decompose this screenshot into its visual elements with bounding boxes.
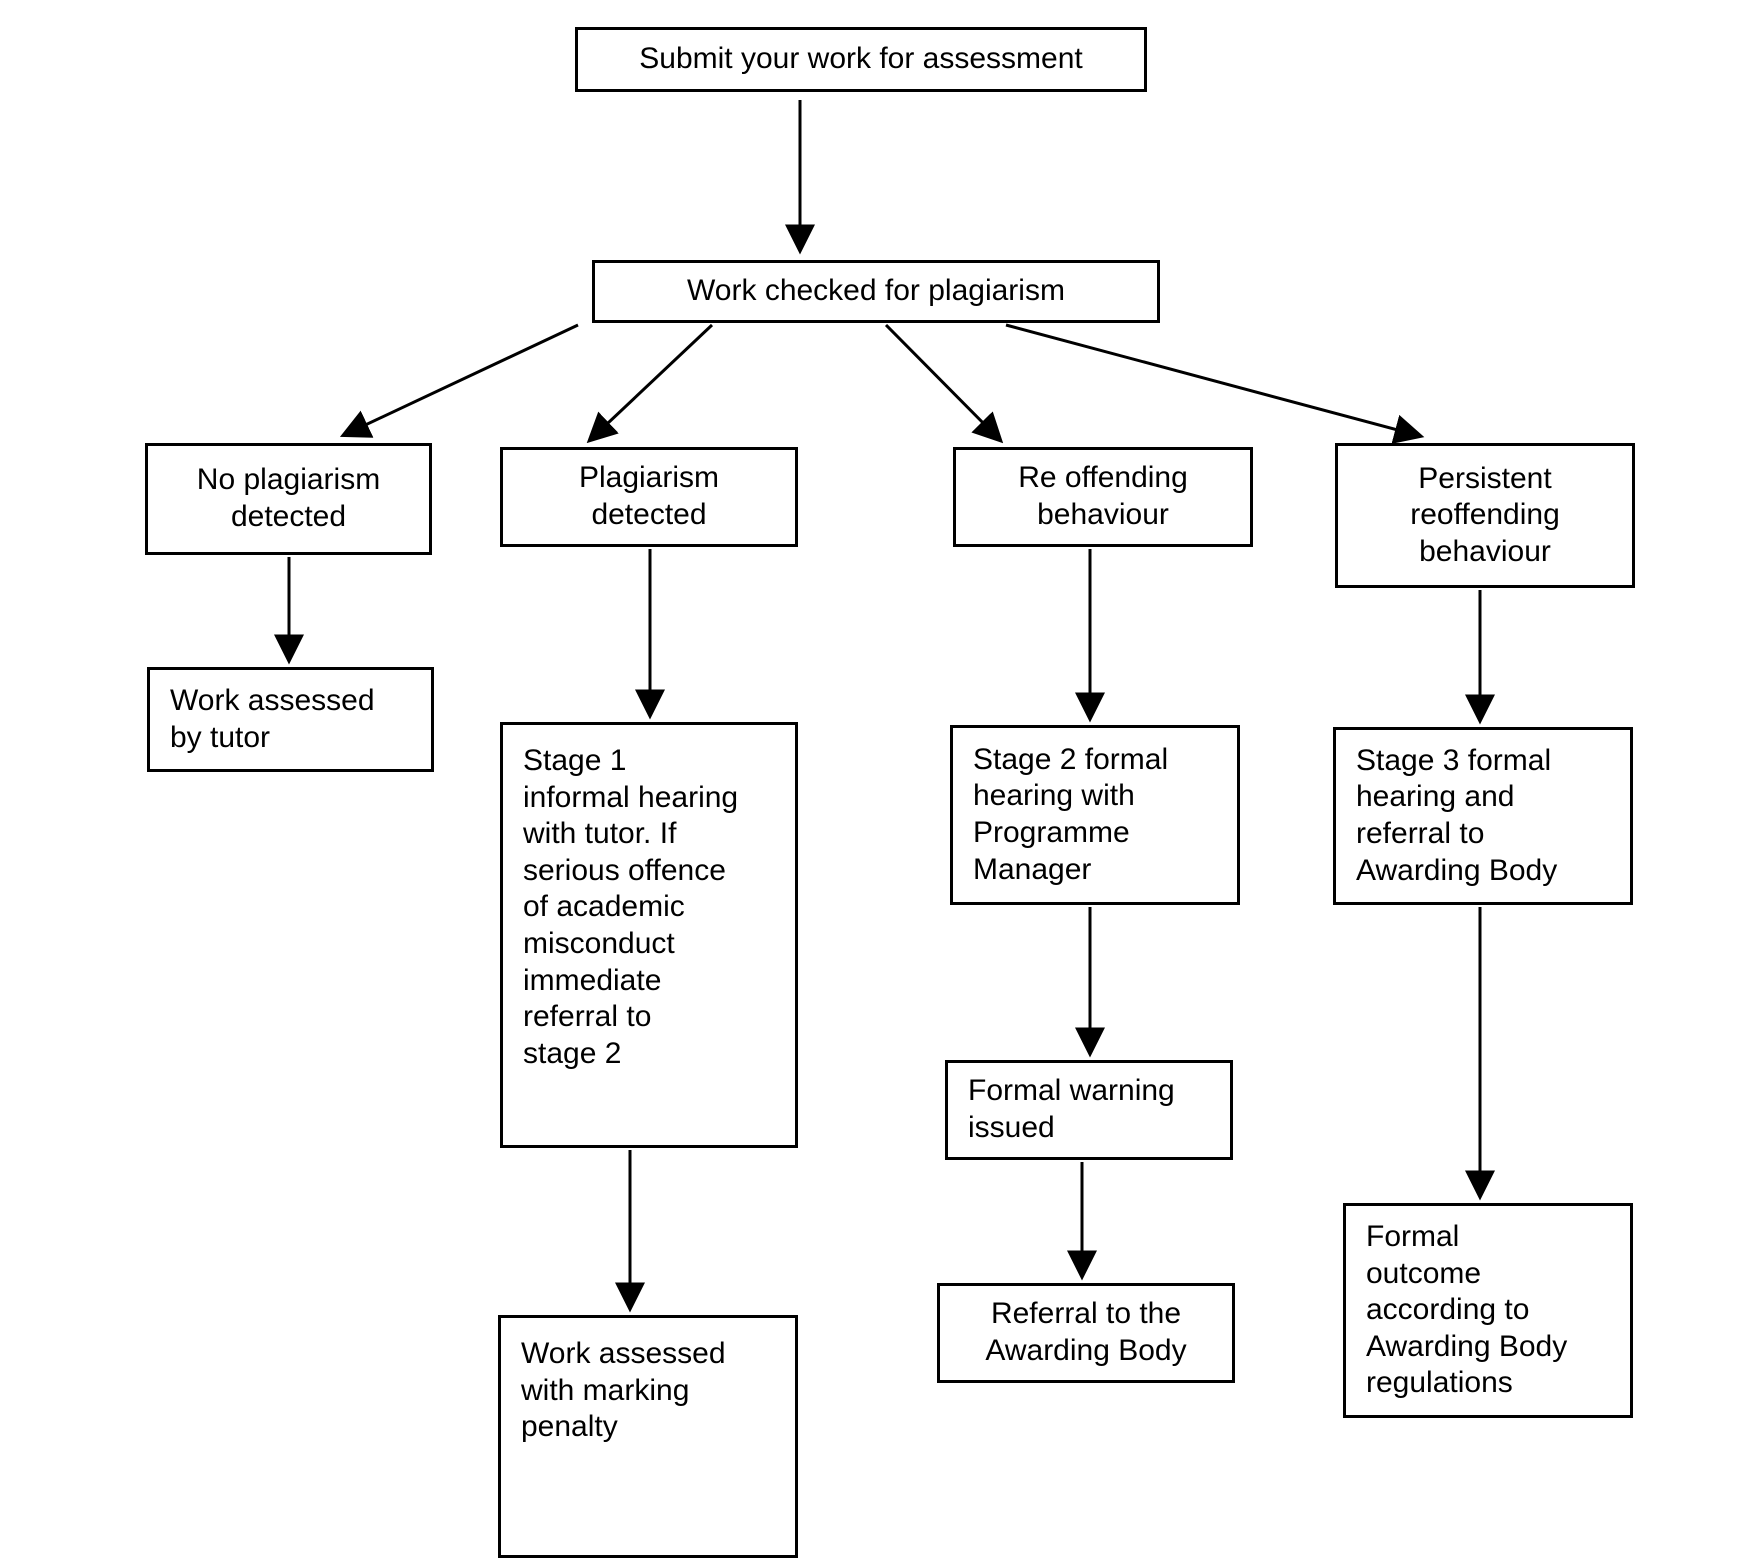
node-persistent-reoffending: Persistent reoffending behaviour	[1335, 443, 1635, 588]
node-stage1-informal-hearing: Stage 1 informal hearing with tutor. If …	[500, 722, 798, 1148]
node-work-assessed-tutor: Work assessed by tutor	[147, 667, 434, 772]
node-reoffending-behaviour: Re offending behaviour	[953, 447, 1253, 547]
node-plagiarism-detected: Plagiarism detected	[500, 447, 798, 547]
node-stage2-formal-hearing: Stage 2 formal hearing with Programme Ma…	[950, 725, 1240, 905]
node-referral-awarding-body: Referral to the Awarding Body	[937, 1283, 1235, 1383]
arrow-checked-to-no-plagiarism	[339, 323, 579, 438]
node-formal-warning: Formal warning issued	[945, 1060, 1233, 1160]
arrow-checked-to-persistent	[1005, 323, 1425, 444]
node-stage3-formal-hearing: Stage 3 formal hearing and referral to A…	[1333, 727, 1633, 905]
node-work-checked: Work checked for plagiarism	[592, 260, 1160, 323]
node-submit-work: Submit your work for assessment	[575, 27, 1147, 92]
arrow-checked-to-reoffending	[884, 323, 1004, 444]
node-formal-outcome: Formal outcome according to Awarding Bod…	[1343, 1203, 1633, 1418]
arrow-checked-to-plagiarism	[586, 323, 714, 444]
node-marking-penalty: Work assessed with marking penalty	[498, 1315, 798, 1558]
node-no-plagiarism: No plagiarism detected	[145, 443, 432, 555]
